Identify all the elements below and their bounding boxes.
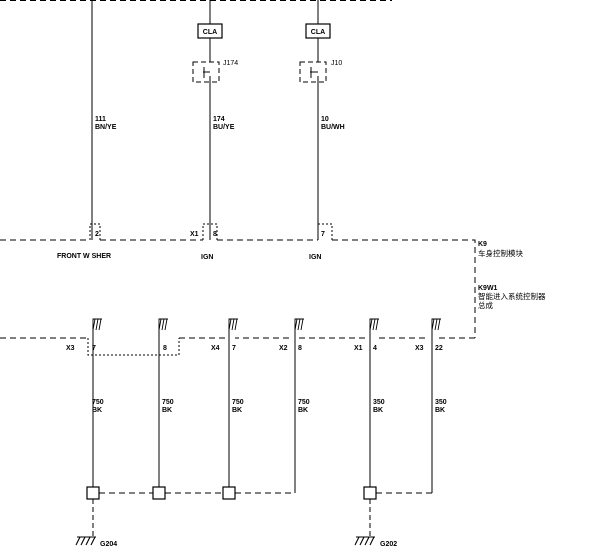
wire-10-number: 10: [321, 116, 329, 123]
splice-4: [363, 486, 377, 500]
chassis-ground-icon-g202: [354, 536, 375, 546]
wire-111-color: BN/YE: [95, 124, 117, 131]
pin-2: 2: [95, 231, 99, 238]
j174-contact: [203, 67, 210, 78]
lower-pin-8a: 8: [163, 345, 167, 352]
ground-wire-6-color: BK: [435, 407, 445, 414]
k9-module-boundary: [0, 239, 476, 339]
pin-8: 8: [213, 231, 217, 238]
ground-wire-3-color: BK: [232, 407, 242, 414]
wire-111-number: 111: [95, 116, 106, 123]
connector-x3-left: X3: [66, 345, 75, 352]
internal-ground-icon-6: [431, 318, 441, 331]
pin-bracket-8: [202, 223, 218, 240]
ground-wire-1-number: 750: [92, 399, 104, 406]
lower-pin-7b: 7: [232, 345, 236, 352]
ground-wire-4-color: BK: [298, 407, 308, 414]
j174-label: J174: [223, 60, 238, 67]
function-ign-2: IGN: [309, 254, 321, 261]
lower-pin-22: 22: [435, 345, 443, 352]
internal-ground-icon-4: [294, 318, 304, 331]
wire-174-color: BU/YE: [213, 124, 235, 131]
module-k9w1-name-line2: 总成: [478, 300, 493, 310]
pin-bracket-x3-group: [87, 338, 180, 356]
cla-box-1: [197, 23, 223, 39]
j10-contact: [310, 67, 318, 78]
lower-pin-8b: 8: [298, 345, 302, 352]
connector-x1: X1: [190, 231, 199, 238]
cla-label-1: CLA: [203, 29, 217, 36]
module-k9w1-name-line1: 智能进入系统控制器: [478, 291, 546, 301]
function-ign-1: IGN: [201, 254, 213, 261]
ground-wire-1-color: BK: [92, 407, 102, 414]
internal-ground-icon-1: [92, 318, 102, 331]
function-front-washer: FRONT W SHER: [57, 253, 111, 260]
splice-1: [86, 486, 100, 500]
internal-ground-icon-3: [228, 318, 238, 331]
connector-x4: X4: [211, 345, 220, 352]
lower-pin-7a: 7: [92, 345, 96, 352]
ground-g202-label: G202: [380, 541, 397, 548]
cla-label-2: CLA: [311, 29, 325, 36]
j174-splice-box: [192, 61, 220, 83]
internal-ground-icon-5: [369, 318, 379, 331]
splice-3: [222, 486, 236, 500]
module-k9w1-code: K9W1: [478, 285, 498, 292]
lower-pin-4: 4: [373, 345, 377, 352]
wire-10-color: BU/WH: [321, 124, 345, 131]
ground-wire-5-color: BK: [373, 407, 383, 414]
connector-x1-lower: X1: [354, 345, 363, 352]
module-k9-code: K9: [478, 241, 487, 248]
wire-174-number: 174: [213, 116, 225, 123]
ground-wire-6-number: 350: [435, 399, 447, 406]
connector-x2: X2: [279, 345, 288, 352]
j10-label: J10: [331, 60, 342, 67]
ground-wire-4-number: 750: [298, 399, 310, 406]
pin-7: 7: [321, 231, 325, 238]
ground-wire-2-number: 750: [162, 399, 174, 406]
ground-wire-2-color: BK: [162, 407, 172, 414]
splice-2: [152, 486, 166, 500]
chassis-ground-icon-g204: [75, 536, 96, 546]
ground-g204-label: G204: [100, 541, 117, 548]
pin-bracket-2: [89, 223, 101, 240]
ground-wire-3-number: 750: [232, 399, 244, 406]
ground-wire-5-number: 350: [373, 399, 385, 406]
internal-ground-icon-2: [158, 318, 168, 331]
connector-x3-right: X3: [415, 345, 424, 352]
cla-box-2: [305, 23, 331, 39]
j10-splice-box: [299, 61, 327, 83]
module-k9-name: 车身控制模块: [478, 248, 523, 258]
